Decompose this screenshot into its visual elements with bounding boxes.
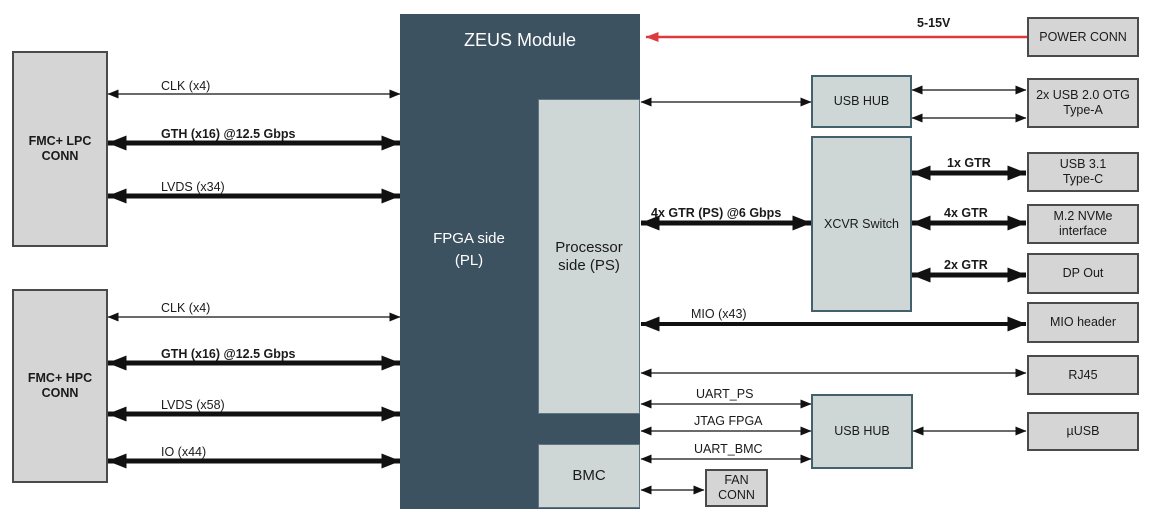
lpc-lvds-label: LVDS (x34) xyxy=(161,180,225,194)
mio-header-label: MIO header xyxy=(1049,315,1116,330)
usb20-otg-box: 2x USB 2.0 OTG Type-A xyxy=(1027,78,1139,128)
bmc-box: BMC xyxy=(538,444,640,508)
xcvr-switch-box: XCVR Switch xyxy=(811,136,912,312)
hpc-lvds-label: LVDS (x58) xyxy=(161,398,225,412)
power-conn-label: POWER CONN xyxy=(1039,29,1127,44)
zeus-module-title: ZEUS Module xyxy=(463,30,577,50)
processor-side-box: Processor side (PS) xyxy=(538,99,640,414)
uart-ps-label: UART_PS xyxy=(696,387,754,401)
processor-side-label: Processor side (PS) xyxy=(555,238,623,274)
lpc-gth-label: GTH (x16) @12.5 Gbps xyxy=(161,127,296,141)
gtr-2x-label: 2x GTR xyxy=(944,258,988,272)
usb-hub-top-box: USB HUB xyxy=(811,75,912,128)
mio-header-box: MIO header xyxy=(1027,302,1139,343)
usb20-otg-label: 2x USB 2.0 OTG Type-A xyxy=(1036,88,1130,117)
fmc-hpc-conn-label: FMC+ HPC CONN xyxy=(27,371,93,400)
dp-out-label: DP Out xyxy=(1062,266,1104,281)
usb31-typec-box: USB 3.1 Type-C xyxy=(1027,152,1139,192)
gtr-1x-label: 1x GTR xyxy=(947,156,991,170)
fmc-lpc-conn-label: FMC+ LPC CONN xyxy=(28,134,92,163)
usb31-typec-label: USB 3.1 Type-C xyxy=(1059,157,1107,186)
xcvr-switch-label: XCVR Switch xyxy=(823,216,900,231)
uart-bmc-label: UART_BMC xyxy=(694,442,763,456)
lpc-clk-label: CLK (x4) xyxy=(161,79,211,93)
rj45-box: RJ45 xyxy=(1027,355,1139,395)
usb-hub-top-label: USB HUB xyxy=(833,94,890,109)
power-conn-box: POWER CONN xyxy=(1027,17,1139,57)
fan-conn-box: FAN CONN xyxy=(705,469,768,507)
hpc-io-label: IO (x44) xyxy=(161,445,207,459)
gtr-4x-label: 4x GTR xyxy=(944,206,988,220)
usb-hub-bottom-label: USB HUB xyxy=(834,424,890,439)
dp-out-box: DP Out xyxy=(1027,253,1139,294)
rj45-label: RJ45 xyxy=(1068,367,1098,382)
mio-label: MIO (x43) xyxy=(691,307,747,321)
micro-usb-box: µUSB xyxy=(1027,412,1139,451)
hpc-clk-label: CLK (x4) xyxy=(161,301,211,315)
fan-conn-label: FAN CONN xyxy=(718,473,755,502)
fmc-lpc-conn-box: FMC+ LPC CONN xyxy=(12,51,108,247)
fmc-hpc-conn-box: FMC+ HPC CONN xyxy=(12,289,108,483)
power-rail-label: 5-15V xyxy=(917,16,951,30)
m2-nvme-box: M.2 NVMe interface xyxy=(1027,204,1139,244)
bmc-label: BMC xyxy=(572,467,606,485)
usb-hub-bottom-box: USB HUB xyxy=(811,394,913,469)
fpga-side-label: FPGA side (PL) xyxy=(433,230,505,269)
jtag-fpga-label: JTAG FPGA xyxy=(694,414,763,428)
m2-nvme-label: M.2 NVMe interface xyxy=(1053,209,1113,238)
micro-usb-label: µUSB xyxy=(1066,424,1100,439)
ps-gtr-label: 4x GTR (PS) @6 Gbps xyxy=(651,206,782,220)
hpc-gth-label: GTH (x16) @12.5 Gbps xyxy=(161,347,296,361)
